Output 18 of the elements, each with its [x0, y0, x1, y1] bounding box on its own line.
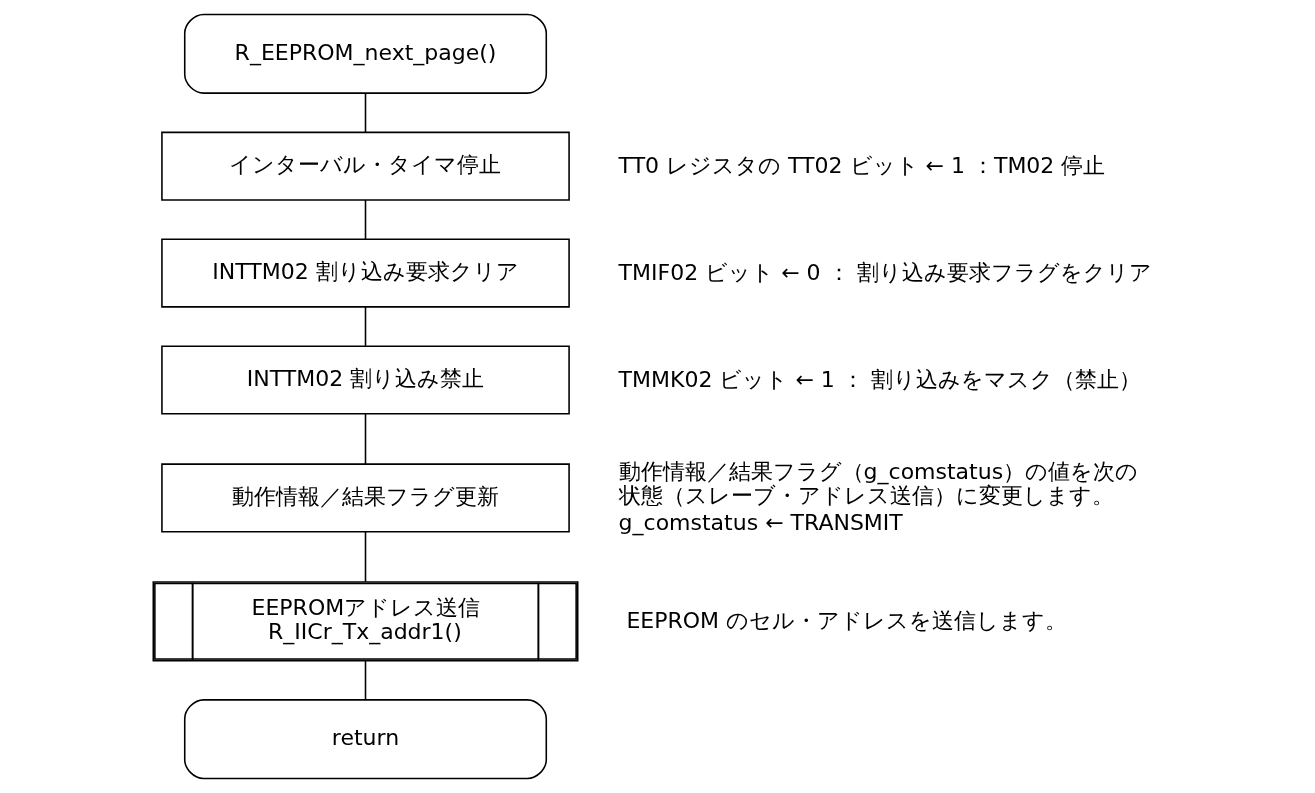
node-box: return [183, 699, 548, 780]
node-label: TMIF02 ビット ← 0 ： 割り込み要求フラグをクリア [618, 259, 1152, 285]
connector [364, 199, 367, 240]
node-box: INTTM02 割り込み要求クリア [161, 238, 570, 308]
node-label: EEPROM のセル・アドレスを送信します。 [626, 607, 1068, 633]
connector [364, 530, 367, 583]
node-box: インターバル・タイマ停止 [161, 131, 570, 201]
node-label: TT0 レジスタの TT02 ビット ← 1 ：TM02 停止 [618, 152, 1106, 178]
node-box: INTTM02 割り込み禁止 [161, 345, 570, 415]
node-box: R_EEPROM_next_page() [183, 13, 548, 94]
connector [364, 660, 367, 700]
connector [364, 413, 367, 465]
node-label: TMMK02 ビット ← 1 ： 割り込みをマスク（禁止） [618, 366, 1141, 392]
connector [364, 92, 367, 133]
node-label: 動作情報／結果フラグ（g_comstatus）の値を次の状態（スレーブ・アドレス送信）に変更します。 [618, 459, 1139, 508]
node-box: 動作情報／結果フラグ更新 [161, 463, 570, 533]
node-label: g_comstatus ← TRANSMIT [618, 509, 903, 535]
connector [364, 306, 367, 347]
